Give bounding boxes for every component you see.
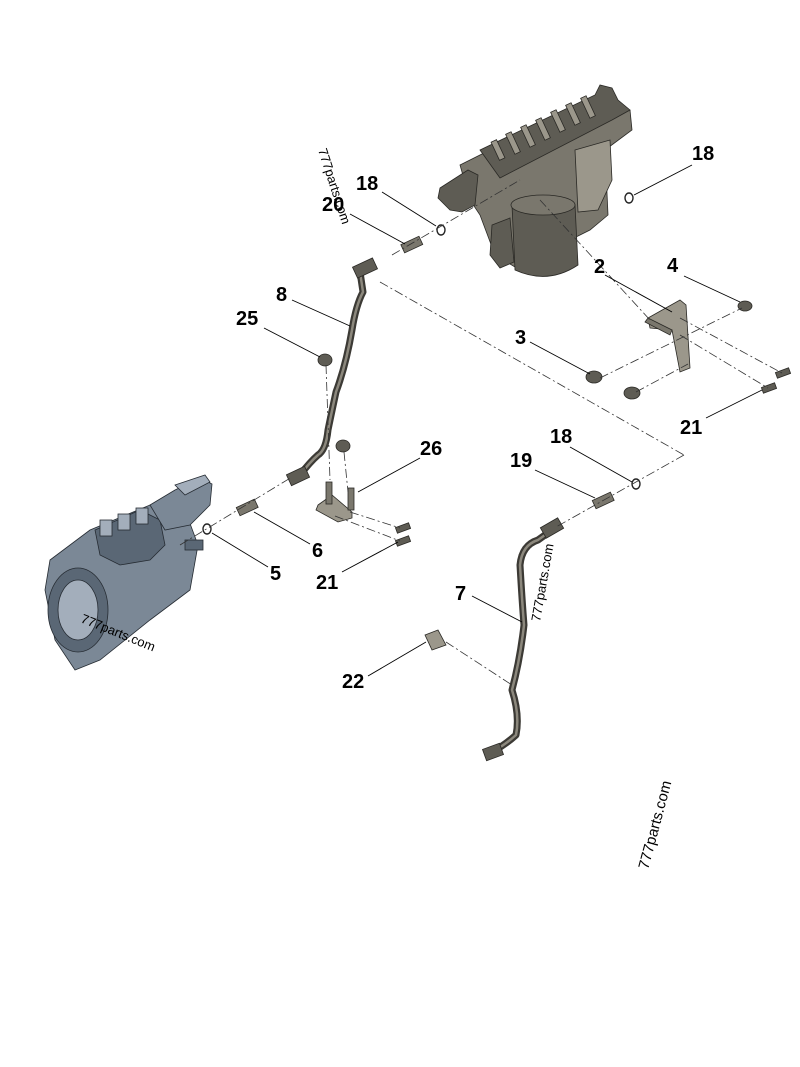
callout-6: 6 (312, 540, 323, 562)
callout-26: 26 (420, 438, 442, 460)
callout-19: 19 (510, 450, 532, 472)
callout-numbers: 18 18 20 2 4 8 25 3 21 18 26 19 6 5 21 7… (236, 143, 714, 693)
callout-20: 20 (322, 194, 344, 216)
small-hardware (202, 192, 792, 651)
callout-18c: 18 (550, 426, 572, 448)
watermark-4: 777parts.com (635, 779, 675, 871)
callout-22: 22 (342, 671, 364, 693)
leader-lines (211, 164, 763, 677)
callout-3: 3 (515, 327, 526, 349)
callout-8: 8 (276, 284, 287, 306)
callout-4: 4 (667, 255, 679, 277)
mounting-bracket (644, 299, 691, 373)
callout-25: 25 (236, 308, 258, 330)
fuel-line-8 (285, 257, 379, 487)
fuel-filter-housing (437, 84, 633, 277)
callout-7: 7 (455, 583, 466, 605)
callout-18b: 18 (692, 143, 714, 165)
callout-21a: 21 (680, 417, 702, 439)
watermark-2: 777parts.com (528, 542, 556, 622)
o-ring-18a (436, 224, 446, 236)
o-ring-5 (202, 523, 212, 535)
bracket-26 (315, 481, 355, 523)
assembly-lines (179, 179, 783, 686)
o-ring-18b (624, 192, 634, 204)
callout-18a: 18 (356, 173, 378, 195)
callout-5: 5 (270, 563, 281, 585)
fuel-line-7 (481, 517, 565, 762)
fuel-injection-pump (44, 474, 213, 671)
callout-21b: 21 (316, 572, 338, 594)
callout-2: 2 (594, 256, 605, 278)
